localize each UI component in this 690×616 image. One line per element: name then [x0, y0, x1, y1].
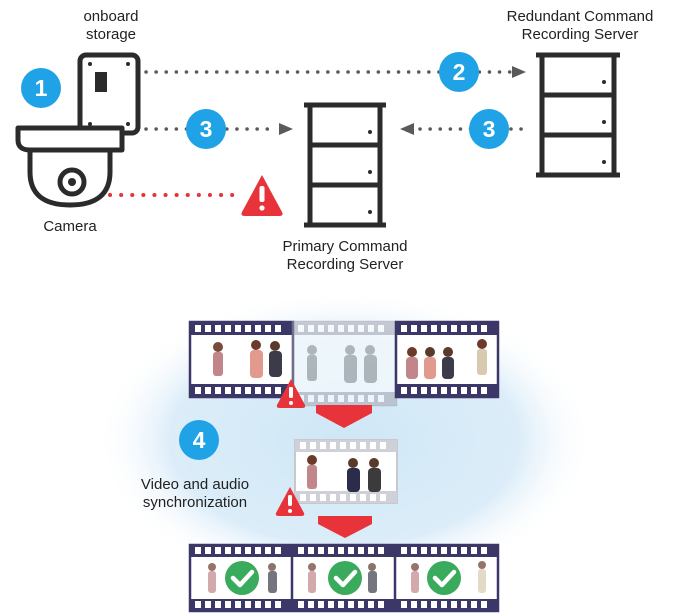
film-frame-middle	[294, 439, 398, 504]
step-badge-2: 2	[439, 52, 479, 92]
step-badge-3b: 3	[469, 109, 509, 149]
step-badge-4: 4	[179, 420, 219, 460]
film-frame-top-missing	[291, 320, 398, 407]
check-icon-2	[328, 561, 362, 595]
warning-icon-3	[275, 487, 305, 516]
check-icon-1	[225, 561, 259, 595]
check-icon-3	[427, 561, 461, 595]
step-number-4: 4	[193, 427, 206, 453]
sync-label: Video and audio synchronization	[140, 476, 250, 511]
camera-label: Camera	[43, 218, 97, 235]
warning-icon-2	[276, 379, 306, 408]
step-number-1: 1	[35, 75, 48, 101]
primary-server-icon	[304, 102, 386, 228]
step-badge-3a: 3	[186, 109, 226, 149]
step-number-3a: 3	[200, 116, 213, 142]
film-frame-top-left	[188, 320, 295, 399]
step-number-3b: 3	[483, 116, 496, 142]
camera-icon	[15, 52, 141, 208]
down-arrow-2	[318, 516, 372, 538]
warning-icon	[241, 175, 283, 216]
film-frame-top-right	[394, 320, 500, 399]
onboard-storage-label: onboard storage	[83, 8, 139, 43]
redundant-server-icon	[536, 52, 620, 178]
step-number-2: 2	[453, 59, 466, 85]
down-arrow-1	[316, 405, 372, 428]
step-badge-1: 1	[21, 68, 61, 108]
primary-server-label: Primary Command Recording Server	[282, 238, 408, 273]
redundant-server-label: Redundant Command Recording Server	[506, 8, 654, 43]
